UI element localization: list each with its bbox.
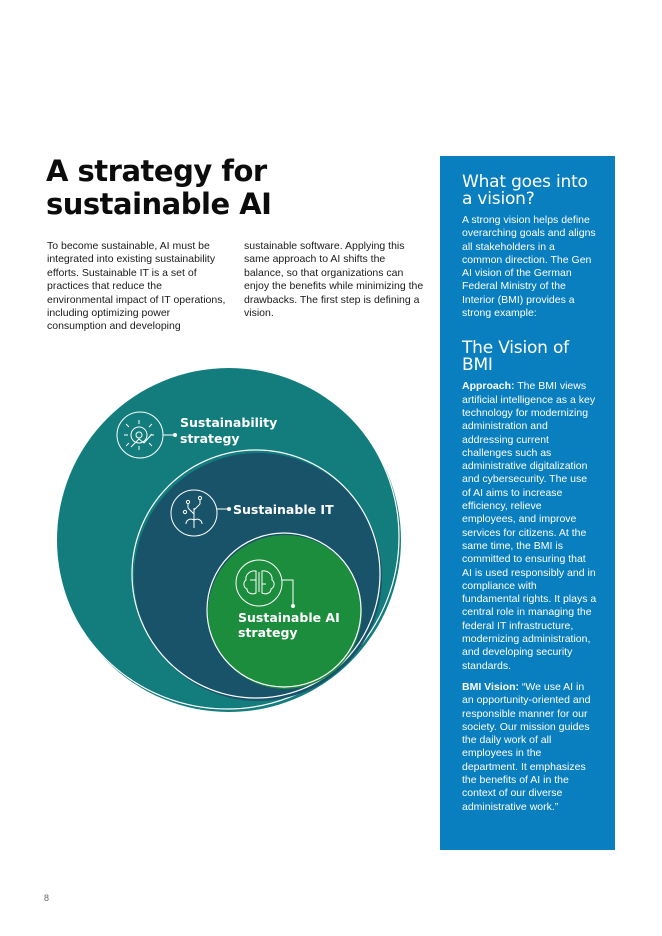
- outer-circle-outline: [54, 364, 400, 710]
- page-title: A strategy for sustainable AI: [46, 154, 272, 221]
- plant-circuit-icon: [170, 489, 218, 537]
- vision-paragraph: BMI Vision: “We use AI in an opportunity…: [462, 681, 597, 814]
- outer-connector-dot: [173, 433, 177, 437]
- inner-connector: [282, 579, 294, 606]
- outer-label-line2: strategy: [180, 431, 240, 446]
- middle-connector-dot: [227, 507, 231, 511]
- approach-label: Approach:: [462, 380, 515, 393]
- vision-sidebar: What goes into a vision? A strong vision…: [440, 156, 615, 850]
- approach-text: The BMI views artificial intelligence as…: [462, 380, 597, 672]
- page-number: 8: [44, 893, 50, 903]
- intro-paragraph-col2: sustainable software. Applying this same…: [244, 240, 424, 320]
- inner-circle-outline: [206, 532, 362, 688]
- approach-paragraph: Approach: The BMI views artificial intel…: [462, 380, 597, 673]
- inner-label-line1: Sustainable AI: [238, 610, 340, 625]
- sidebar-heading: What goes into a vision?: [462, 172, 588, 209]
- sidebar-intro: A strong vision helps define overarching…: [462, 214, 596, 320]
- brain-circuit-icon: [235, 559, 283, 607]
- inner-circle: [208, 535, 362, 689]
- inner-connector-dot: [291, 604, 295, 608]
- middle-label: Sustainable IT: [233, 502, 334, 517]
- vision-label: BMI Vision:: [462, 680, 519, 693]
- middle-circle-outline: [131, 449, 381, 699]
- intro-paragraph-col1: To become sustainable, AI must be integr…: [47, 240, 226, 333]
- inner-circle-group: [206, 532, 362, 689]
- inner-label-line2: strategy: [238, 625, 298, 640]
- vision-text: “We use AI in an opportunity-oriented an…: [462, 680, 591, 813]
- outer-label-line1: Sustainability: [180, 415, 277, 430]
- sidebar-heading-bmi: The Vision of BMI: [462, 338, 569, 376]
